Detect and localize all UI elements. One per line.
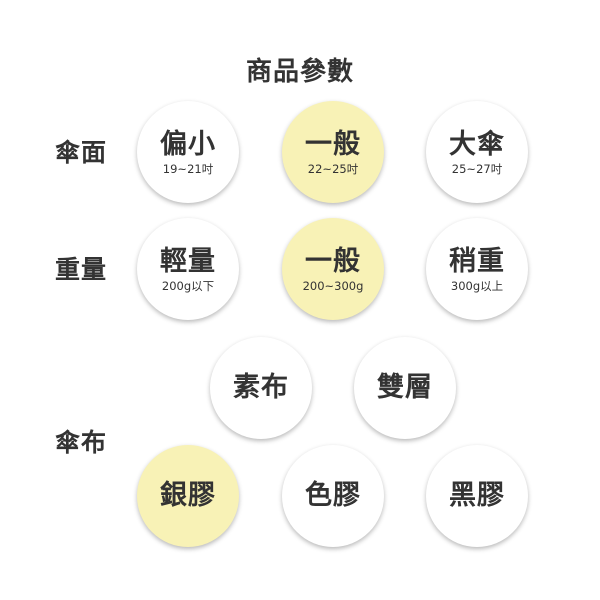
option-name: 一般 xyxy=(305,128,361,160)
option-name: 素布 xyxy=(233,372,289,403)
option-detail: 19~21吋 xyxy=(162,161,214,176)
section-label-weight: 重量 xyxy=(55,255,108,284)
option-name: 偏小 xyxy=(160,128,216,160)
option-name: 大傘 xyxy=(449,128,505,160)
option-detail: 25~27吋 xyxy=(451,161,503,176)
option-name: 黑膠 xyxy=(449,480,505,511)
option-fabric-color-coating[interactable]: 色膠 xyxy=(282,445,384,547)
option-weight-light[interactable]: 輕量 200g以下 xyxy=(137,218,239,320)
option-detail: 300g以上 xyxy=(450,278,504,293)
option-detail: 200~300g xyxy=(302,278,364,293)
option-name: 雙層 xyxy=(377,372,433,403)
option-canopy-large[interactable]: 大傘 25~27吋 xyxy=(426,101,528,203)
option-weight-heavy[interactable]: 稍重 300g以上 xyxy=(426,218,528,320)
option-weight-regular[interactable]: 一般 200~300g xyxy=(282,218,384,320)
option-name: 銀膠 xyxy=(160,480,216,511)
option-canopy-regular[interactable]: 一般 22~25吋 xyxy=(282,101,384,203)
option-fabric-black-coating[interactable]: 黑膠 xyxy=(426,445,528,547)
section-label-canopy: 傘面 xyxy=(55,138,108,167)
section-label-fabric: 傘布 xyxy=(55,428,108,457)
option-name: 輕量 xyxy=(160,245,216,277)
option-name: 一般 xyxy=(305,245,361,277)
option-detail: 200g以下 xyxy=(161,278,215,293)
option-fabric-plain[interactable]: 素布 xyxy=(210,337,312,439)
page-title: 商品參數 xyxy=(245,57,354,87)
option-name: 稍重 xyxy=(449,245,505,277)
option-canopy-small[interactable]: 偏小 19~21吋 xyxy=(137,101,239,203)
option-detail: 22~25吋 xyxy=(307,161,359,176)
option-name: 色膠 xyxy=(305,480,361,511)
option-fabric-silver-coating[interactable]: 銀膠 xyxy=(137,445,239,547)
option-fabric-double[interactable]: 雙層 xyxy=(354,337,456,439)
